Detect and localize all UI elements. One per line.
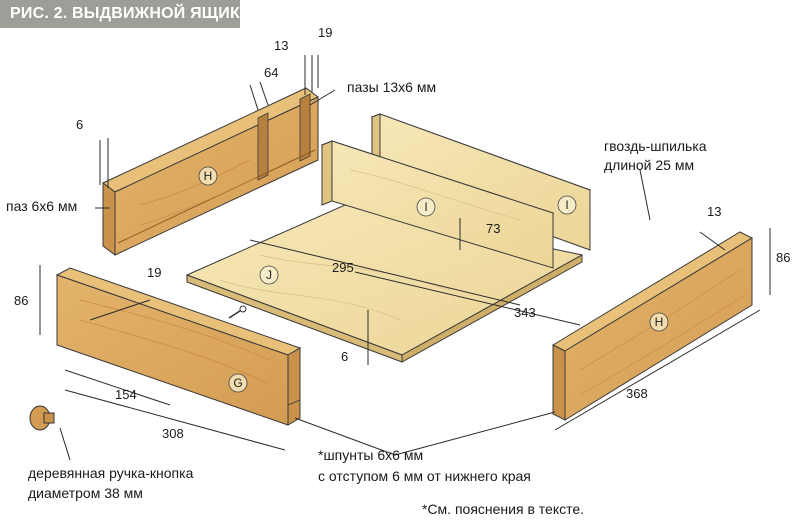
part-label-front: G <box>233 376 242 390</box>
part-marker-side-right <box>557 195 577 215</box>
dim-86-left: 86 <box>14 293 28 308</box>
dim-308: 308 <box>162 426 184 441</box>
label-tongues-line2: с отступом 6 мм от нижнего края <box>318 468 531 484</box>
part-marker-bottom <box>259 265 279 285</box>
part-label-side-left: I <box>424 200 427 214</box>
dim-343: 343 <box>514 305 536 320</box>
side-panel-front <box>320 140 555 269</box>
dim-64: 64 <box>264 65 278 80</box>
dim-19-top: 19 <box>318 25 332 40</box>
figure-title-bar: РИС. 2. ВЫДВИЖНОЙ ЯЩИК <box>0 0 240 28</box>
part-label-side-right: I <box>565 198 568 212</box>
figure-title: РИС. 2. ВЫДВИЖНОЙ ЯЩИК <box>10 5 240 22</box>
dim-73: 73 <box>486 221 500 236</box>
label-knob-line1: деревянная ручка-кнопка <box>28 465 194 481</box>
dim-86-right: 86 <box>776 250 790 265</box>
part-marker-side-left <box>416 197 436 217</box>
part-marker-front <box>228 373 248 393</box>
part-marker-right-side <box>649 312 669 332</box>
dim-368: 368 <box>626 386 648 401</box>
dim-13-right: 13 <box>707 204 721 219</box>
nail-icon <box>228 305 247 319</box>
part-label-bottom: J <box>266 268 272 282</box>
part-marker-back <box>198 166 218 186</box>
dim-6-bottom: 6 <box>341 349 348 364</box>
dim-295: 295 <box>332 260 354 275</box>
knob-icon <box>29 405 55 431</box>
label-groove-left: паз 6х6 мм <box>6 198 77 214</box>
dim-154: 154 <box>115 387 137 402</box>
label-nail-line2: длиной 25 мм <box>604 157 694 173</box>
part-label-right-side: H <box>655 315 664 329</box>
part-label-back: H <box>204 169 213 183</box>
footnote: *См. пояснения в тексте. <box>422 501 584 517</box>
dimension-lines <box>39 55 771 461</box>
dim-19-front: 19 <box>147 265 161 280</box>
label-nail-line1: гвоздь-шпилька <box>604 138 707 154</box>
label-knob-line2: диаметром 38 мм <box>28 485 143 501</box>
dim-13-top: 13 <box>274 38 288 53</box>
dim-6-left: 6 <box>76 117 83 132</box>
label-tongues-line1: *шпунты 6х6 мм <box>318 447 423 463</box>
label-grooves: пазы 13х6 мм <box>347 79 436 95</box>
